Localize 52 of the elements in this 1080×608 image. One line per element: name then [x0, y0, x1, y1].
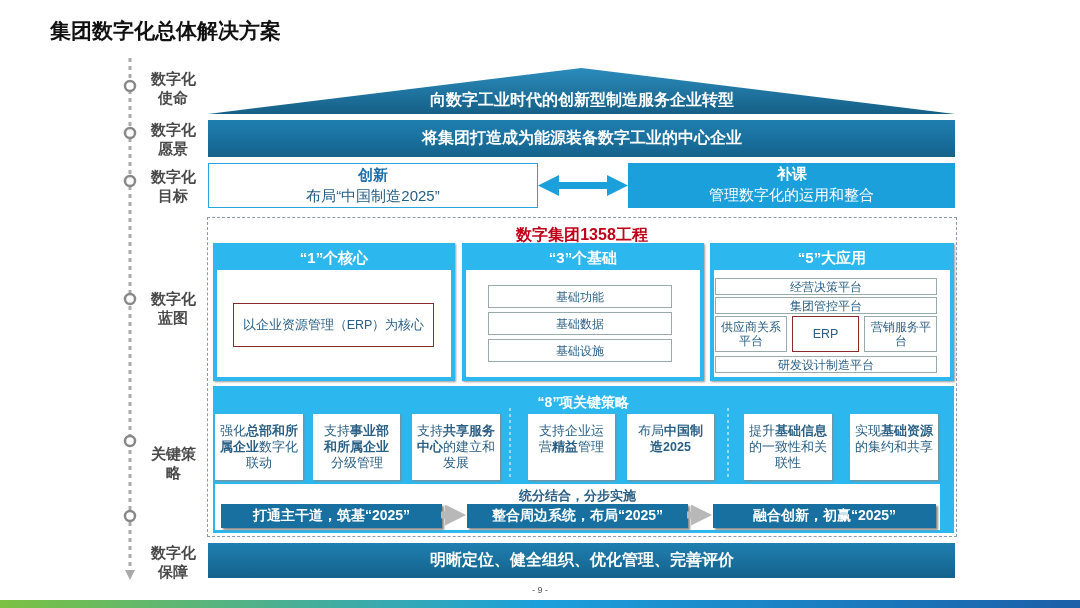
panel-heading: “3”个基础 [547, 249, 619, 268]
strategy-box: 支持共享服务中心的建立和发展 [412, 414, 500, 480]
stage-label: 数字化目标 [149, 167, 197, 205]
band-text: 统分结合，分步实施 [518, 487, 637, 505]
strategy-box: 实现基础资源的集约和共享 [850, 414, 938, 480]
strategy-box: 强化总部和所属企业数字化联动 [215, 414, 303, 480]
arrow [441, 504, 466, 526]
platform-box: 经营决策平台 [715, 278, 937, 295]
platform-box: 供应商关系平台 [715, 316, 787, 352]
vision-band: 将集团打造成为能源装备数字工业的中心企业 [208, 120, 955, 157]
blueprint-frame [207, 217, 957, 537]
stage-label: 关键策略 [149, 444, 197, 482]
platform-box: 集团管控平台 [715, 297, 937, 314]
stage-label: 数字化保障 [149, 543, 197, 581]
frame-title: 数字集团1358工程 [515, 225, 649, 245]
foundation-box: 基础数据 [488, 312, 672, 335]
banner-text: 向数字工业时代的创新型制造服务企业转型 [428, 90, 735, 110]
phase-band [215, 484, 940, 530]
goal-box [208, 163, 538, 208]
phase-box: 打通主干道，筑基“2025” [221, 504, 442, 528]
goal-heading: 补课 [775, 165, 808, 184]
pillar-panel [213, 243, 455, 381]
strategy-panel [213, 386, 954, 533]
goal-text: 布局“中国制造2025” [305, 187, 441, 206]
panel-heading: “8”项关键策略 [536, 394, 631, 412]
page-number: - 9 - [531, 585, 549, 595]
stage-label: 数字化蓝图 [149, 289, 197, 327]
phase-box: 整合周边系统，布局“2025” [467, 504, 688, 528]
strategy-box: 支持企业运营精益管理 [528, 414, 615, 480]
page-title: 集团数字化总体解决方案 [50, 18, 281, 44]
platform-box: 营销服务平台 [864, 316, 937, 352]
pillar-panel [462, 243, 704, 381]
foundation-box: 基础功能 [488, 285, 672, 308]
foundation-box: 基础设施 [488, 339, 672, 362]
platform-box: 研发设计制造平台 [715, 356, 937, 373]
arrow [687, 504, 712, 526]
strategy-box: 支持事业部和所属企业分级管理 [313, 414, 400, 480]
goal-heading: 创新 [357, 166, 389, 185]
goal-box [628, 163, 955, 208]
stage-label: 数字化愿景 [149, 120, 197, 158]
goal-text: 管理数字化的运用和整合 [708, 186, 875, 205]
platform-box: ERP [792, 316, 859, 352]
stage-label: 数字化使命 [149, 69, 197, 107]
phase-box: 融合创新，初赢“2025” [713, 504, 936, 528]
strategy-box: 提升基础信息的一致性和关联性 [744, 414, 832, 480]
panel-heading: “1”个核心 [298, 249, 370, 268]
pillar-panel [710, 243, 954, 381]
panel-heading: “5”大应用 [796, 249, 868, 268]
core-box: 以企业资源管理（ERP）为核心 [233, 303, 434, 347]
arrow [538, 175, 628, 196]
guarantee-band: 明晰定位、健全组织、优化管理、完善评价 [208, 543, 955, 578]
strategy-box: 布局中国制造2025 [627, 414, 714, 480]
